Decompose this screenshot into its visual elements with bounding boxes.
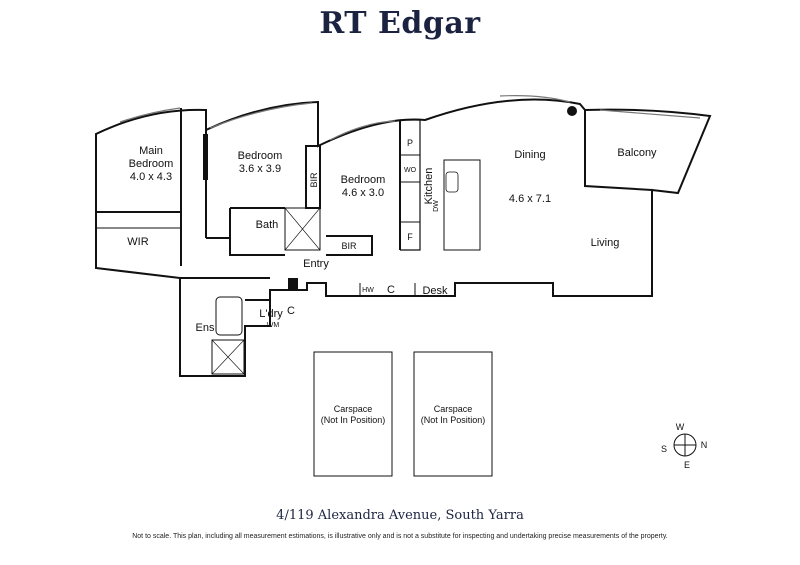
room-bath-label: Bath: [256, 219, 279, 231]
compass-s: S: [661, 444, 667, 454]
fridge-label: F: [407, 232, 413, 242]
carspace-1-note: (Not In Position): [321, 415, 386, 425]
room-balcony-label: Balcony: [617, 147, 657, 159]
wall-oven-label: WO: [404, 167, 417, 174]
wall: [284, 207, 321, 251]
wall: [400, 119, 421, 251]
island-bench: [443, 159, 481, 251]
compass-n: N: [701, 440, 708, 450]
outer-wall: [95, 98, 712, 377]
room-bir-b-label: BIR: [341, 241, 357, 251]
wall: [229, 208, 285, 256]
room-bedroom2-label: Bedroom: [238, 150, 283, 162]
disclaimer-text: Not to scale. This plan, including all m…: [132, 533, 668, 540]
wall: [305, 145, 321, 209]
dishwasher-label: DW: [433, 200, 440, 212]
carspace-2-note: (Not In Position): [421, 415, 486, 425]
carspace-outline-2: [413, 351, 493, 477]
cupboard-entry-label: C: [387, 284, 395, 296]
room-main-bedroom-label-2: Bedroom: [129, 158, 174, 170]
room-laundry-label: L'dry: [259, 308, 283, 320]
wall: [359, 283, 416, 296]
property-address: 4/119 Alexandra Avenue, South Yarra: [276, 508, 524, 523]
room-bedroom3-size: 4.6 x 3.0: [342, 187, 384, 199]
room-kitchen-label: Kitchen: [423, 168, 435, 205]
room-main-bedroom-label: Main: [139, 145, 163, 157]
compass-e: E: [684, 460, 690, 470]
wall: [400, 154, 420, 223]
room-dining-size: 4.6 x 7.1: [509, 193, 551, 205]
room-desk-label: Desk: [422, 285, 448, 297]
room-dining-label: Dining: [514, 149, 545, 161]
room-main-bedroom-size: 4.0 x 4.3: [130, 171, 172, 183]
compass-w: W: [676, 422, 685, 432]
compass-icon: [673, 433, 697, 457]
room-bir-a-label: BIR: [309, 172, 319, 188]
room-bedroom2-size: 3.6 x 3.9: [239, 163, 281, 175]
room-living-label: Living: [591, 237, 620, 249]
wall: [584, 110, 653, 191]
room-ens-label: Ens: [196, 322, 215, 334]
room-bedroom3-label: Bedroom: [341, 174, 386, 186]
carspace-1-label: Carspace: [334, 404, 373, 414]
washing-machine-label: WM: [267, 322, 280, 329]
carspace-outline-1: [313, 351, 393, 477]
shower: [211, 339, 245, 375]
wall: [326, 235, 373, 256]
room-entry-label: Entry: [303, 258, 329, 270]
bathtub: [215, 296, 243, 336]
room-wir-label: WIR: [127, 236, 148, 248]
pantry-label: P: [407, 138, 413, 148]
hot-water-label: HW: [362, 287, 374, 294]
cupboard-laundry-label: C: [287, 305, 295, 317]
carspace-2-label: Carspace: [434, 404, 473, 414]
brand-logo: RT Edgar: [319, 6, 481, 41]
